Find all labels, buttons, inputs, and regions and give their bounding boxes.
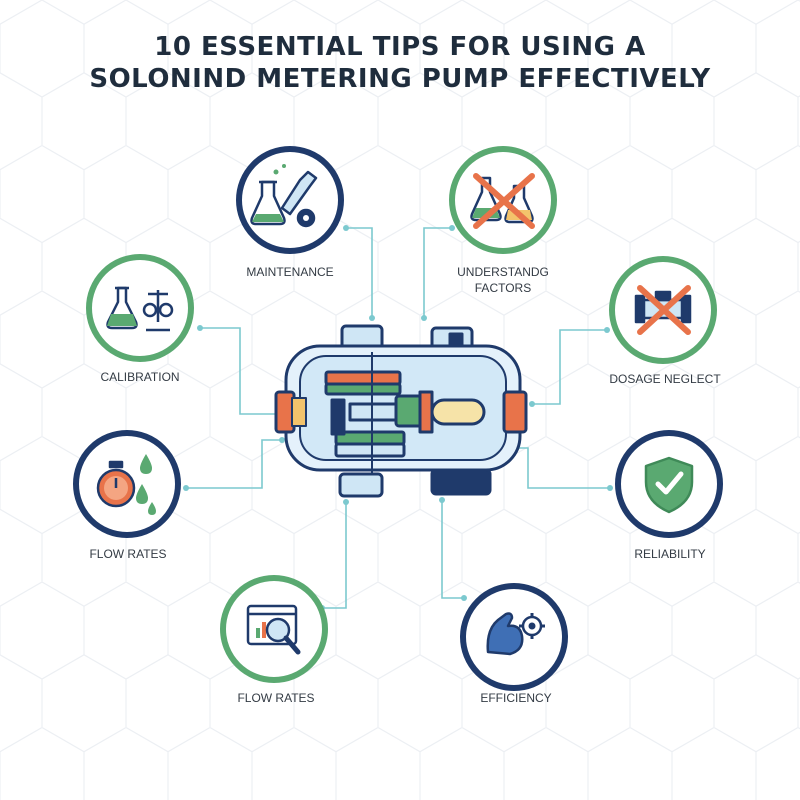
tip-label-flow-rates-1: FLOW RATES	[89, 547, 167, 561]
muscle-gear-icon	[486, 612, 545, 656]
ring	[86, 254, 194, 362]
metering-pump-icon	[274, 324, 528, 498]
page-title-line-1: 10 ESSENTIAL TIPS FOR USING A	[154, 32, 646, 62]
tip-label-dosage-neglect: DOSAGE NEGLECT	[609, 372, 721, 386]
tip-flow-rates-2	[220, 575, 328, 683]
connector-understanding-factors	[423, 227, 452, 318]
tip-reliability	[615, 430, 723, 538]
flask-wrench-gear-icon	[250, 164, 318, 228]
connector-calibration	[200, 327, 278, 415]
connector-dosage-neglect	[532, 329, 607, 405]
tip-label-maintenance: MAINTENANCE	[246, 265, 334, 279]
connector-efficiency	[441, 500, 464, 599]
crossed-pipe-icon	[634, 285, 692, 335]
stopwatch-drops-icon	[96, 454, 156, 515]
tip-label-calibration: CALIBRATION	[100, 370, 180, 384]
shield-check-icon	[644, 456, 694, 514]
connector-maintenance	[346, 227, 373, 318]
page-title-line-2: SOLONIND METERING PUMP EFFECTIVELY	[89, 64, 711, 94]
tip-label-understanding-factors: UNDERSTANDG FACTORS	[457, 265, 549, 295]
connector-lines	[183, 225, 613, 611]
flask-scale-icon	[106, 286, 174, 332]
connector-flow-rates-1	[186, 439, 282, 489]
browser-magnifier-chart-icon	[246, 604, 301, 655]
tip-label-flow-rates-2: FLOW RATES	[237, 691, 315, 705]
tip-understanding-factors	[449, 146, 557, 254]
tip-label-reliability: RELIABILITY	[634, 547, 706, 561]
tip-efficiency	[460, 583, 568, 691]
tip-maintenance	[236, 146, 344, 254]
crossed-flasks-icon	[470, 173, 535, 229]
tip-calibration	[86, 254, 194, 362]
connector-reliability	[515, 447, 610, 489]
connector-flow-rates-2	[322, 502, 347, 609]
tip-flow-rates-1	[73, 430, 181, 538]
tip-label-efficiency: EFFICIENCY	[480, 691, 552, 705]
tip-dosage-neglect	[609, 256, 717, 364]
